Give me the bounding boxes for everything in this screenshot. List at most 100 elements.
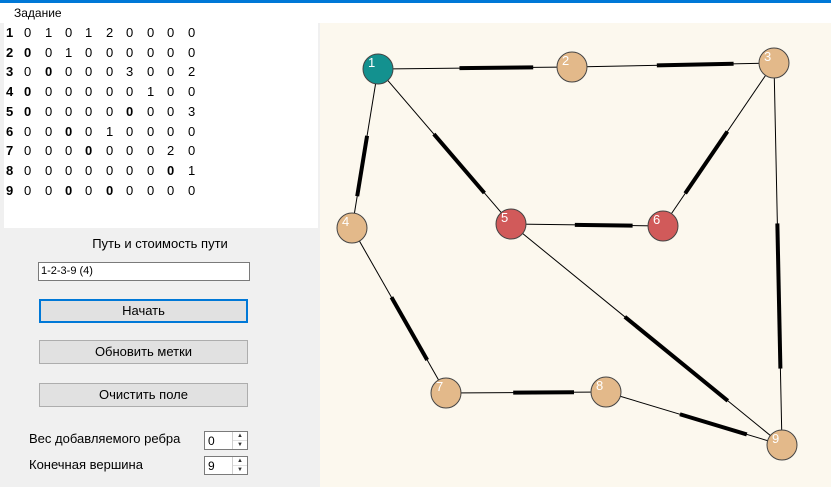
graph-node-label: 6	[653, 212, 660, 227]
matrix-cell: 2	[106, 25, 114, 40]
edge-weight-stepper[interactable]: 0 ▲ ▼	[204, 431, 248, 450]
graph-edge-5-9	[510, 223, 783, 446]
graph-edge-arrow	[459, 65, 534, 71]
graph-node-circle[interactable]	[766, 429, 798, 461]
matrix-cell: 0	[65, 103, 73, 119]
graph-node-circle[interactable]	[430, 377, 462, 409]
matrix-row-label: 8	[6, 162, 14, 178]
graph-node-circle[interactable]	[647, 210, 679, 242]
matrix-cell: 0	[45, 64, 53, 80]
path-cost-label: Путь и стоимость пути	[92, 236, 228, 251]
spin-up-icon[interactable]: ▲	[233, 432, 247, 441]
graph-canvas[interactable]: 1 2 3 4 5 6 7 8 9	[320, 23, 831, 487]
path-cost-field[interactable]: 1-2-3-9 (4)	[38, 262, 250, 281]
matrix-cell: 0	[85, 84, 93, 100]
matrix-cell: 0	[106, 143, 114, 159]
matrix-cell: 0	[85, 123, 93, 139]
matrix-cell: 3	[126, 64, 134, 80]
matrix-row-label: 5	[6, 103, 14, 119]
graph-edge-2-3	[571, 61, 775, 68]
spin-down-icon[interactable]: ▼	[237, 442, 243, 448]
graph-node-2[interactable]: 2	[556, 51, 588, 83]
graph-node-7[interactable]: 7	[430, 377, 462, 409]
matrix-cell: 0	[65, 162, 73, 178]
matrix-cell: 1	[106, 123, 114, 139]
matrix-cell: 0	[167, 162, 175, 178]
matrix-cell: 0	[167, 64, 175, 80]
refresh-labels-button[interactable]: Обновить метки	[39, 340, 248, 364]
matrix-cell: 1	[147, 84, 155, 100]
graph-edge-5-6	[510, 222, 664, 228]
matrix-cell: 0	[167, 25, 175, 40]
matrix-cell: 0	[65, 64, 73, 80]
matrix-row-label: 3	[6, 64, 14, 80]
graph-edge-arrow	[656, 61, 734, 68]
graph-edge-arrow	[355, 135, 370, 197]
graph-edge-4-7	[351, 227, 447, 394]
matrix-cell: 0	[167, 44, 175, 60]
window-title-bar	[0, 0, 831, 3]
graph-node-label: 4	[342, 214, 349, 229]
clear-field-button[interactable]: Очистить поле	[39, 383, 248, 407]
graph-node-circle[interactable]	[362, 53, 394, 85]
graph-edge-3-9	[773, 62, 783, 446]
matrix-cell: 0	[45, 123, 53, 139]
graph-node-label: 7	[436, 379, 443, 394]
spin-up-icon[interactable]: ▲	[233, 457, 247, 466]
graph-node-label: 1	[368, 55, 375, 70]
graph-edge-arrow	[683, 130, 730, 195]
matrix-cell: 0	[147, 162, 155, 178]
matrix-cell: 0	[24, 44, 32, 60]
graph-edge-1-4	[351, 68, 379, 229]
graph-node-circle[interactable]	[336, 212, 368, 244]
matrix-cell: 0	[24, 143, 32, 159]
graph-node-label: 2	[562, 53, 569, 68]
matrix-cell: 0	[106, 64, 114, 80]
edge-weight-spin[interactable]: ▲ ▼	[232, 432, 247, 449]
matrix-cell: 0	[45, 84, 53, 100]
matrix-cell: 0	[188, 182, 196, 198]
matrix-cell: 0	[167, 84, 175, 100]
end-vertex-stepper[interactable]: 9 ▲ ▼	[204, 456, 248, 475]
matrix-cell: 0	[85, 162, 93, 178]
matrix-cell: 1	[65, 44, 73, 60]
matrix-cell: 0	[45, 182, 53, 198]
matrix-cell: 0	[167, 182, 175, 198]
graph-node-4[interactable]: 4	[336, 212, 368, 244]
graph-node-3[interactable]: 3	[758, 47, 790, 79]
matrix-cell: 0	[188, 123, 196, 139]
matrix-cell: 0	[85, 44, 93, 60]
end-vertex-spin[interactable]: ▲ ▼	[232, 457, 247, 474]
menu-item-task[interactable]: Задание	[14, 6, 62, 20]
matrix-cell: 0	[65, 123, 73, 139]
matrix-row-label: 6	[6, 123, 14, 139]
matrix-cell: 0	[65, 84, 73, 100]
graph-node-9[interactable]: 9	[766, 429, 798, 461]
graph-node-circle[interactable]	[590, 376, 622, 408]
matrix-cell: 1	[85, 25, 93, 40]
matrix-cell: 3	[188, 103, 196, 119]
matrix-cell: 0	[45, 143, 53, 159]
graph-node-5[interactable]: 5	[495, 208, 527, 240]
matrix-cell: 0	[147, 25, 155, 40]
spin-down-icon[interactable]: ▼	[237, 467, 243, 473]
graph-node-circle[interactable]	[495, 208, 527, 240]
graph-svg[interactable]: 1 2 3 4 5 6 7 8 9	[320, 23, 831, 487]
graph-edge-arrow	[574, 222, 633, 228]
end-vertex-value: 9	[208, 459, 215, 473]
matrix-cell: 0	[126, 123, 134, 139]
graph-node-label: 3	[764, 49, 771, 64]
graph-node-8[interactable]: 8	[590, 376, 622, 408]
graph-node-circle[interactable]	[758, 47, 790, 79]
graph-node-6[interactable]: 6	[647, 210, 679, 242]
graph-node-1[interactable]: 1	[362, 53, 394, 85]
matrix-cell: 0	[65, 25, 73, 40]
graph-edge-8-9	[605, 391, 783, 446]
matrix-cell: 0	[24, 84, 32, 100]
start-button[interactable]: Начать	[39, 299, 248, 323]
graph-node-label: 8	[596, 378, 603, 393]
graph-edge-arrow	[432, 132, 486, 195]
graph-node-circle[interactable]	[556, 51, 588, 83]
graph-edge-7-8	[445, 390, 607, 395]
